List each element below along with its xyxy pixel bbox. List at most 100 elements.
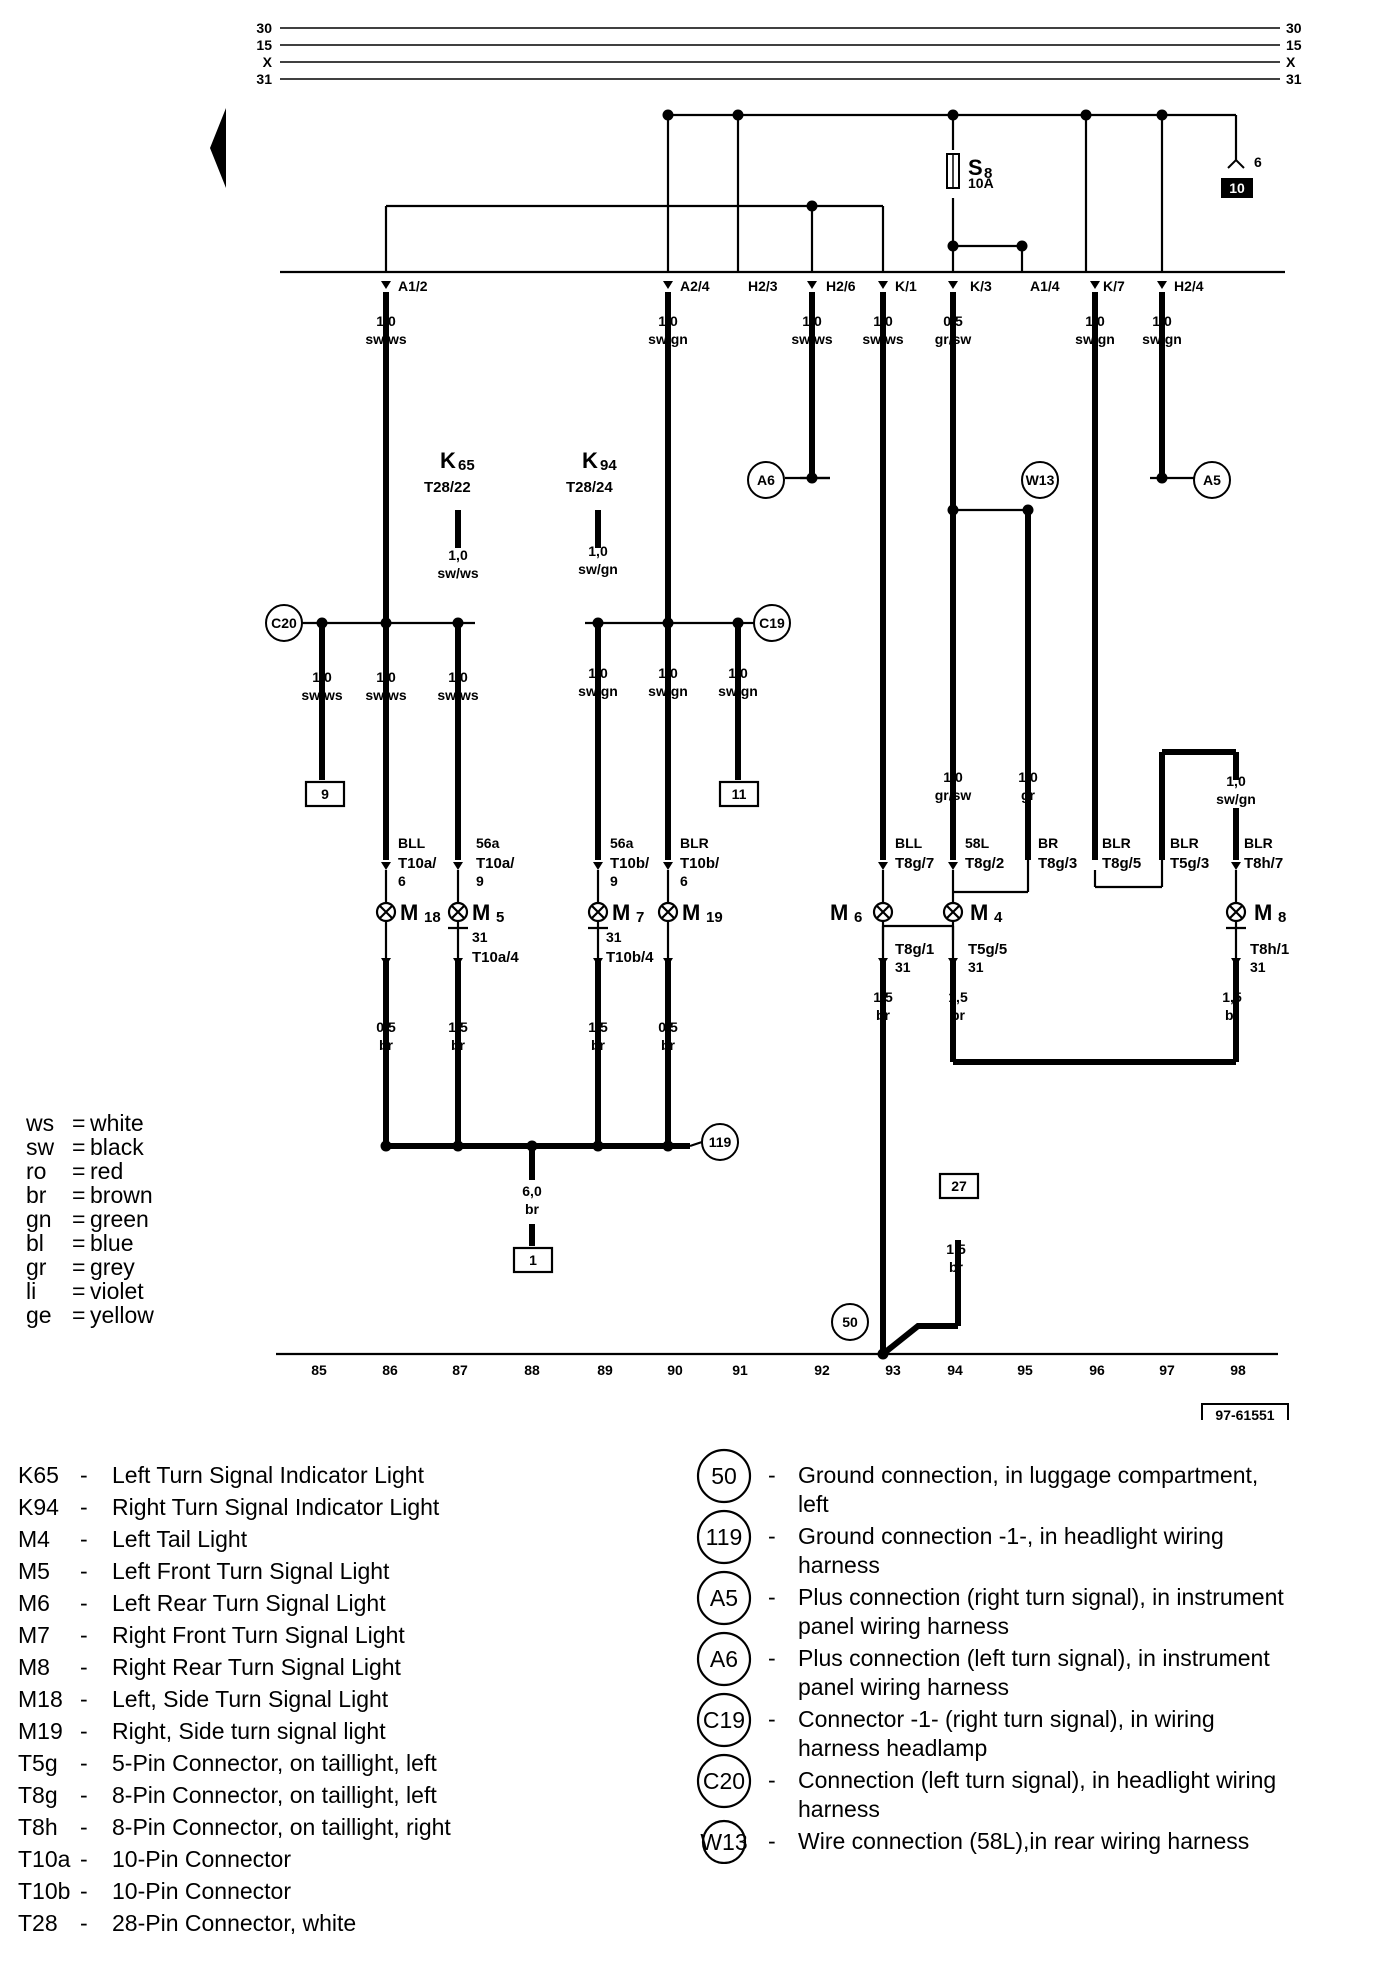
legend-code: K94 bbox=[18, 1494, 59, 1520]
track-number: 97 bbox=[1159, 1362, 1175, 1378]
svg-text:sw/gn: sw/gn bbox=[648, 683, 688, 699]
track-number: 85 bbox=[311, 1362, 327, 1378]
legend-conn-line1: Connection (left turn signal), in headli… bbox=[798, 1767, 1277, 1793]
svg-text:1,0: 1,0 bbox=[1085, 313, 1105, 329]
svg-text:sw/gn: sw/gn bbox=[578, 561, 618, 577]
wire-label: 6,0br bbox=[522, 1183, 542, 1217]
lamp-bulb-icon bbox=[872, 901, 894, 923]
wire-label: 1,0sw/ws bbox=[301, 669, 342, 703]
rail-label-right: 31 bbox=[1286, 71, 1302, 87]
svg-text:gr/sw: gr/sw bbox=[935, 331, 972, 347]
svg-text:T8h/7: T8h/7 bbox=[1244, 855, 1283, 872]
bus-pin: A1/2 bbox=[398, 278, 428, 294]
svg-text:T5g/5: T5g/5 bbox=[968, 941, 1007, 958]
legend-desc: Right Turn Signal Indicator Light bbox=[112, 1494, 440, 1520]
track-number: 94 bbox=[947, 1362, 963, 1378]
wire-label: 1,0sw/ws bbox=[437, 669, 478, 703]
figure-id: 97-61551 bbox=[1201, 1403, 1289, 1420]
circle-marker-label: A5 bbox=[1203, 472, 1221, 488]
svg-text:9: 9 bbox=[476, 873, 484, 889]
track-number: 89 bbox=[597, 1362, 613, 1378]
track-number: 87 bbox=[452, 1362, 468, 1378]
circle-marker-labels: A6 W13 A5 C20 C19 119 50 bbox=[271, 472, 1221, 1330]
svg-text:1,0: 1,0 bbox=[448, 547, 468, 563]
fuse-rating: 10A bbox=[968, 175, 994, 191]
rail-label-left: 15 bbox=[256, 37, 272, 53]
svg-text:br: br bbox=[591, 1037, 606, 1053]
wire-label: 0,5br bbox=[658, 1019, 678, 1053]
legend-code: T5g bbox=[18, 1750, 58, 1776]
wire-label: 1,0sw/gn bbox=[578, 665, 618, 699]
svg-text:1,5: 1,5 bbox=[1222, 989, 1242, 1005]
svg-text:BLR: BLR bbox=[1170, 835, 1199, 851]
svg-text:li: li bbox=[26, 1278, 36, 1304]
svg-text:gr: gr bbox=[1021, 787, 1036, 803]
track-numbers: 85 86 87 88 89 90 91 92 93 94 95 96 97 9… bbox=[311, 1362, 1246, 1378]
legend-conn-line2: panel wiring harness bbox=[798, 1613, 1009, 1639]
svg-text:7: 7 bbox=[636, 909, 644, 926]
lamp-bulb-icon bbox=[657, 901, 679, 923]
svg-text:sw/ws: sw/ws bbox=[862, 331, 903, 347]
svg-text:sw/ws: sw/ws bbox=[301, 687, 342, 703]
wire-label: 1,0gr/sw bbox=[935, 769, 972, 803]
legend-desc: Left Tail Light bbox=[112, 1526, 248, 1552]
lamp-bulb-icon bbox=[447, 901, 469, 923]
color-key-row: ro=red bbox=[26, 1158, 123, 1184]
svg-text:T8g/1: T8g/1 bbox=[895, 941, 934, 958]
svg-text:=: = bbox=[72, 1158, 85, 1184]
svg-text:58L: 58L bbox=[965, 835, 990, 851]
color-key: ws=white sw=black ro=red br=brown gn=gre… bbox=[25, 1110, 154, 1328]
svg-text:blue: blue bbox=[90, 1230, 133, 1256]
fuse-s8: S 8 10A bbox=[946, 153, 994, 191]
svg-text:sw/gn: sw/gn bbox=[1075, 331, 1115, 347]
svg-text:T10b/: T10b/ bbox=[680, 855, 720, 872]
rail-label-right: X bbox=[1286, 54, 1296, 70]
svg-text:6: 6 bbox=[680, 873, 688, 889]
legend-code: M5 bbox=[18, 1558, 50, 1584]
svg-text:31: 31 bbox=[968, 959, 984, 975]
wire-label: 1,0sw/ws bbox=[862, 313, 903, 347]
wire-label: 0,5gr/sw bbox=[935, 313, 972, 347]
svg-text:BLR: BLR bbox=[680, 835, 709, 851]
svg-text:31: 31 bbox=[1250, 959, 1266, 975]
track-number: 96 bbox=[1089, 1362, 1105, 1378]
svg-text:1,0: 1,0 bbox=[1152, 313, 1172, 329]
top-rails bbox=[280, 27, 1280, 80]
track-number: 98 bbox=[1230, 1362, 1246, 1378]
pin-arrows bbox=[381, 862, 1241, 966]
bus-pin: H2/3 bbox=[748, 278, 778, 294]
wire-label: 1,0sw/gn bbox=[648, 665, 688, 699]
svg-text:T10b/4: T10b/4 bbox=[606, 949, 654, 966]
svg-text:6: 6 bbox=[398, 873, 406, 889]
wire-label: 1,0sw/gn bbox=[578, 543, 618, 577]
k65-indicator-label: K 65 T28/22 bbox=[424, 448, 475, 496]
legend-code: T8g bbox=[18, 1782, 58, 1808]
track-number: 92 bbox=[814, 1362, 830, 1378]
svg-text:br: br bbox=[451, 1037, 466, 1053]
svg-text:T8g/7: T8g/7 bbox=[895, 855, 934, 872]
wire-label: 1,5br bbox=[1222, 989, 1242, 1023]
legend-circle-label: W13 bbox=[700, 1829, 747, 1855]
svg-text:18: 18 bbox=[424, 909, 441, 926]
wire-label: 1,0sw/gn bbox=[1216, 773, 1256, 807]
svg-text:sw/ws: sw/ws bbox=[437, 565, 478, 581]
box-references bbox=[304, 780, 980, 1274]
svg-text:1,0: 1,0 bbox=[376, 313, 396, 329]
legend-circle-label: A5 bbox=[710, 1585, 738, 1611]
svg-text:1,0: 1,0 bbox=[943, 769, 963, 785]
svg-text:T8g/5: T8g/5 bbox=[1102, 855, 1141, 872]
svg-text:8: 8 bbox=[1278, 909, 1286, 926]
svg-text:br: br bbox=[26, 1182, 47, 1208]
thin-wiring bbox=[276, 113, 1285, 1356]
svg-text:white: white bbox=[89, 1110, 144, 1136]
legend-conn-line1: Wire connection (58L),in rear wiring har… bbox=[798, 1828, 1250, 1854]
track-number: 88 bbox=[524, 1362, 540, 1378]
circle-marker-label: C20 bbox=[271, 615, 297, 631]
rail-label-left: X bbox=[263, 54, 273, 70]
